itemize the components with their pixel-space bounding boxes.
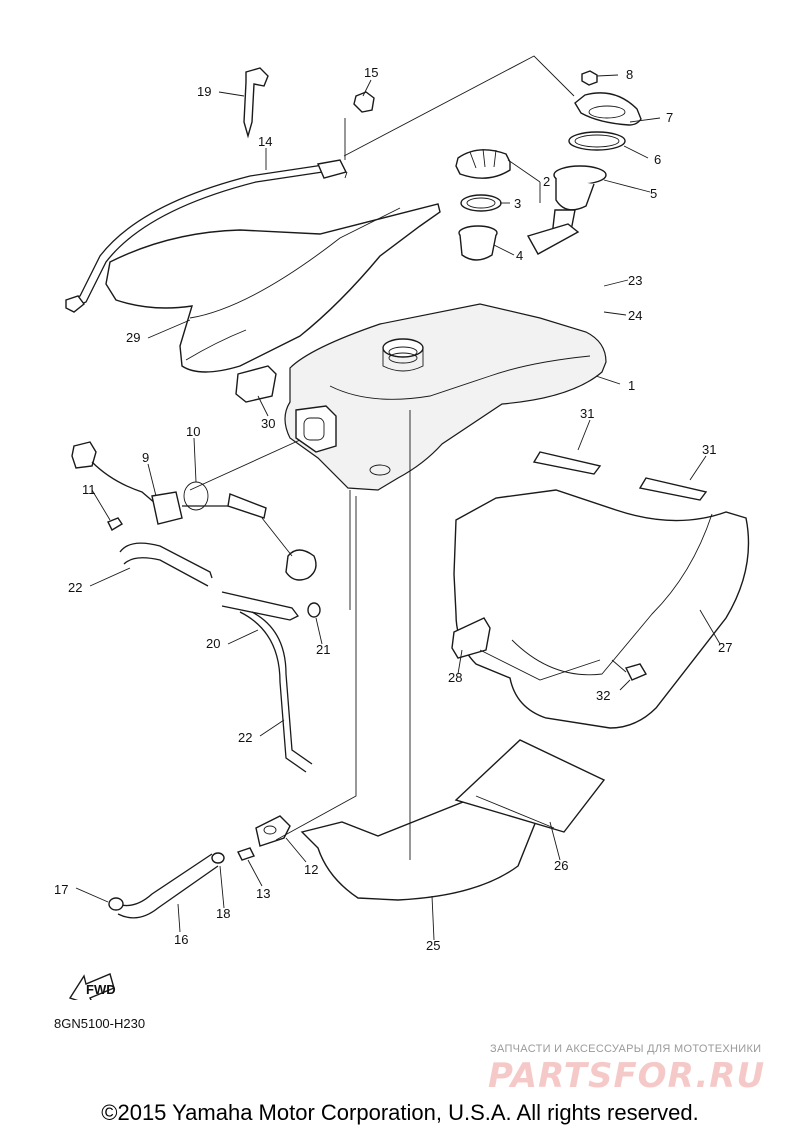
- callout-6: 6: [654, 152, 661, 167]
- callout-19: 19: [197, 84, 211, 99]
- callout-31-b: 31: [702, 442, 716, 457]
- callout-2: 2: [543, 174, 550, 189]
- fuel-pump-group: [455, 70, 642, 261]
- callout-14: 14: [258, 134, 272, 149]
- right-side-cover-group: [451, 451, 750, 729]
- callout-21: 21: [316, 642, 330, 657]
- callout-22-a: 22: [68, 580, 82, 595]
- callout-5: 5: [650, 186, 657, 201]
- copyright-notice: ©2015 Yamaha Motor Corporation, U.S.A. A…: [101, 1100, 699, 1125]
- callout-18: 18: [216, 906, 230, 921]
- callout-1: 1: [628, 378, 635, 393]
- left-side-cover-group: [105, 203, 441, 403]
- forward-arrow-icon: FWD: [68, 973, 116, 1000]
- callout-15: 15: [364, 65, 378, 80]
- callout-13: 13: [256, 886, 270, 901]
- exploded-view-drawing: FWD: [54, 55, 750, 1000]
- callout-3: 3: [514, 196, 521, 211]
- callout-20: 20: [206, 636, 220, 651]
- watermark-tagline: ЗАПЧАСТИ И АКСЕССУАРЫ ДЛЯ МОТОТЕХНИКИ: [490, 1043, 762, 1055]
- callout-29: 29: [126, 330, 140, 345]
- breather-hose-group: [65, 67, 375, 313]
- callout-8: 8: [626, 67, 633, 82]
- callout-7: 7: [666, 110, 673, 125]
- fuel-hose-group: [119, 542, 321, 773]
- callout-31-a: 31: [580, 406, 594, 421]
- callout-4: 4: [516, 248, 523, 263]
- fuel-sender-group: [71, 441, 317, 581]
- callout-32: 32: [596, 688, 610, 703]
- tank-mat-group: [300, 739, 606, 901]
- callout-10: 10: [186, 424, 200, 439]
- callout-25: 25: [426, 938, 440, 953]
- callout-30: 30: [261, 416, 275, 431]
- direction-label: FWD: [86, 982, 116, 997]
- callout-23: 23: [628, 273, 642, 288]
- callout-26: 26: [554, 858, 568, 873]
- callout-12: 12: [304, 862, 318, 877]
- callout-28: 28: [448, 670, 462, 685]
- callout-24: 24: [628, 308, 642, 323]
- callout-27: 27: [718, 640, 732, 655]
- assembly-reference-lines: [189, 55, 601, 860]
- callout-9: 9: [142, 450, 149, 465]
- fuel-tank: [284, 303, 607, 491]
- callout-22-b: 22: [238, 730, 252, 745]
- callout-labels: 19 15 8 7 6 5 14 2 3 4 29 23 24 30 1 10 …: [54, 65, 732, 953]
- callout-16: 16: [174, 932, 188, 947]
- callout-17: 17: [54, 882, 68, 897]
- diagram-code: 8GN5100-H230: [54, 1016, 146, 1031]
- callout-11: 11: [82, 482, 96, 497]
- watermark-logo: PARTSFOR.RU: [488, 1056, 766, 1096]
- fuel-cock-group: [108, 815, 291, 919]
- leader-lines: [75, 74, 721, 941]
